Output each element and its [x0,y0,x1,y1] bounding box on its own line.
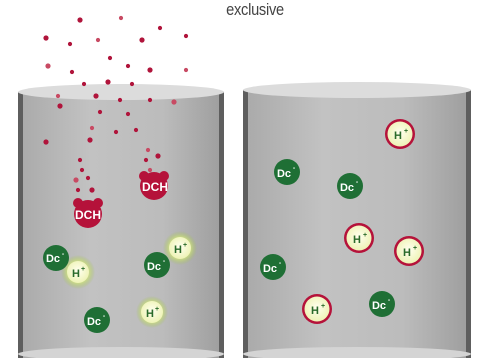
dc-label: Dc [46,253,60,265]
svg-text:+: + [321,303,325,310]
caption-label: exclusive [226,0,284,19]
droplet [113,129,119,135]
svg-text:Dc: Dc [87,316,101,328]
droplet [145,147,151,153]
droplet [125,63,131,69]
svg-text:-: - [279,260,282,267]
droplet [45,63,51,69]
svg-text:H: H [146,308,154,320]
droplet [147,167,153,173]
svg-text:Dc: Dc [340,182,354,194]
svg-text:-: - [356,179,359,186]
droplet [89,187,95,193]
droplet [89,125,95,131]
droplet [155,153,161,159]
droplet [118,15,124,21]
droplet [147,97,153,103]
droplet [117,97,123,103]
svg-text:Dc: Dc [263,263,277,275]
dch-molecule-1: DCH [139,171,169,200]
svg-text:Dc: Dc [372,300,386,312]
droplet [55,93,61,99]
droplet [75,187,81,193]
dch-label-1: DCH [142,180,168,194]
droplet [97,109,103,115]
svg-text:H: H [353,234,361,246]
droplet [95,37,101,43]
dc-ion-left: Dc - [84,307,110,333]
dc-ion: Dc- [369,291,395,317]
droplet [77,157,83,163]
h-ion: H+ [302,294,332,324]
svg-text:H: H [394,130,402,142]
droplet [77,17,83,23]
svg-text:-: - [293,165,296,172]
svg-text:Dc: Dc [277,168,291,180]
droplet [183,67,189,73]
right-tank-ions: Dc-Dc-Dc-Dc-H+H+H+H+ [260,119,424,324]
droplet [183,33,189,39]
svg-text:-: - [388,297,391,304]
droplet [157,25,163,31]
droplet [139,37,145,43]
droplet [81,81,87,87]
droplet [79,167,85,173]
droplet [133,127,139,133]
h-ion: H+ [385,119,415,149]
falling-droplets [43,15,189,193]
svg-text:-: - [163,258,166,265]
droplet [143,157,149,163]
svg-text:+: + [155,306,159,313]
dch-label-2: DCH [75,208,101,222]
svg-text:H: H [72,268,80,280]
droplet [107,55,113,61]
svg-text:H: H [403,247,411,259]
droplet [69,69,75,75]
dch-molecule-2: DCH [73,198,103,228]
droplet [125,111,131,117]
droplet [105,79,111,85]
svg-text:+: + [404,128,408,135]
dc-h-pair-1: Dc - H + [43,245,95,289]
right-tank [243,82,471,361]
droplet [67,41,73,47]
svg-text:-: - [62,251,65,258]
dc-ion: Dc- [337,173,363,199]
svg-text:+: + [413,245,417,252]
svg-text:+: + [363,232,367,239]
droplet [129,81,135,87]
droplet [43,139,49,145]
h-ion: H+ [344,223,374,253]
svg-text:H: H [311,305,319,317]
dc-ion: Dc- [260,254,286,280]
droplet [93,93,99,99]
dc-h-pair-2: Dc - H + [144,231,197,278]
svg-text:H: H [174,244,182,256]
h-ion: H+ [394,236,424,266]
droplet [73,177,79,183]
droplet [147,67,153,73]
droplet [43,35,49,41]
left-tank [18,84,224,361]
droplet [57,103,63,109]
svg-text:+: + [81,266,85,273]
droplet [85,175,91,181]
dc-ion: Dc- [274,159,300,185]
svg-text:+: + [183,242,187,249]
h-ion-left: H + [136,296,168,328]
svg-text:-: - [103,313,106,320]
svg-text:Dc: Dc [147,261,161,273]
droplet [87,137,93,143]
droplet [171,99,177,105]
